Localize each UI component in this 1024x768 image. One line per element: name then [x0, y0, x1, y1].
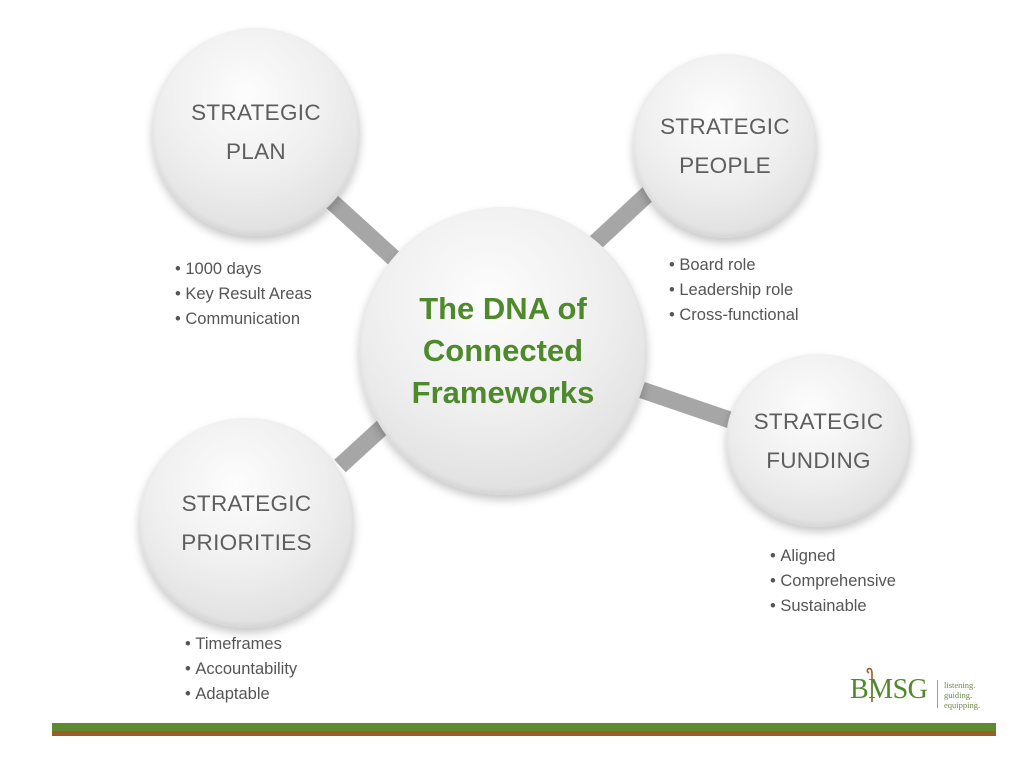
logo-tagline: listening. guiding. equipping.: [944, 680, 980, 710]
node-plan-line2: PLAN: [226, 139, 286, 164]
shepherd-staff-icon: [866, 667, 873, 702]
footer-bar-brown: [52, 731, 996, 736]
node-strategic-people: STRATEGIC PEOPLE: [633, 54, 817, 238]
bullet-item: Key Result Areas: [175, 282, 312, 307]
connector-people: [589, 183, 658, 250]
plan-bullets: 1000 days Key Result Areas Communication: [175, 257, 312, 332]
node-plan-line1: STRATEGIC: [191, 100, 321, 125]
node-strategic-funding: STRATEGIC FUNDING: [726, 354, 911, 527]
bullet-item: Cross-functional: [669, 303, 798, 328]
node-people-line2: PEOPLE: [679, 153, 771, 178]
node-strategic-plan: STRATEGIC PLAN: [152, 28, 360, 236]
bullet-item: Aligned: [770, 544, 896, 569]
logo-divider: [937, 680, 938, 708]
center-line2: Connected: [422, 333, 584, 368]
node-priorities-line1: STRATEGIC: [181, 491, 312, 516]
bullet-item: Board role: [669, 253, 799, 278]
bullet-item: Communication: [175, 307, 312, 332]
bullet-item: 1000 days: [175, 257, 312, 282]
funding-bullets: Aligned Comprehensive Sustainable: [770, 544, 896, 619]
bullet-item: Accountability: [185, 657, 297, 682]
node-priorities-line2: PRIORITIES: [181, 530, 312, 555]
connector-plan: [324, 193, 404, 269]
bullet-item: Adaptable: [185, 682, 297, 707]
connector-funding: [639, 381, 733, 429]
bmsg-logo: BMSG listening. guiding. equipping.: [848, 664, 998, 712]
logo-tagline-line: equipping.: [944, 700, 981, 710]
node-strategic-priorities: STRATEGIC PRIORITIES: [139, 418, 354, 628]
logo-tagline-line: listening.: [944, 680, 976, 690]
bullet-item: Comprehensive: [770, 569, 896, 594]
priorities-bullets: Timeframes Accountability Adaptable: [185, 632, 297, 707]
logo-mark: BMSG: [850, 674, 928, 705]
bullet-item: Timeframes: [185, 632, 297, 657]
bullet-item: Sustainable: [770, 594, 896, 619]
node-funding-line1: STRATEGIC: [753, 408, 884, 434]
center-line1: The DNA of: [419, 291, 587, 326]
center-node: The DNA of Connected Frameworks: [359, 207, 647, 495]
people-bullets: Board role Leadership role Cross-functio…: [669, 253, 799, 328]
logo-tagline-line: guiding.: [944, 690, 973, 700]
footer-bar-green: [52, 723, 996, 731]
node-people-line1: STRATEGIC: [660, 114, 790, 139]
node-funding-line2: FUNDING: [766, 447, 871, 473]
connector-priorities: [334, 415, 394, 473]
bullet-item: Leadership role: [669, 278, 799, 303]
center-line3: Frameworks: [411, 375, 595, 410]
